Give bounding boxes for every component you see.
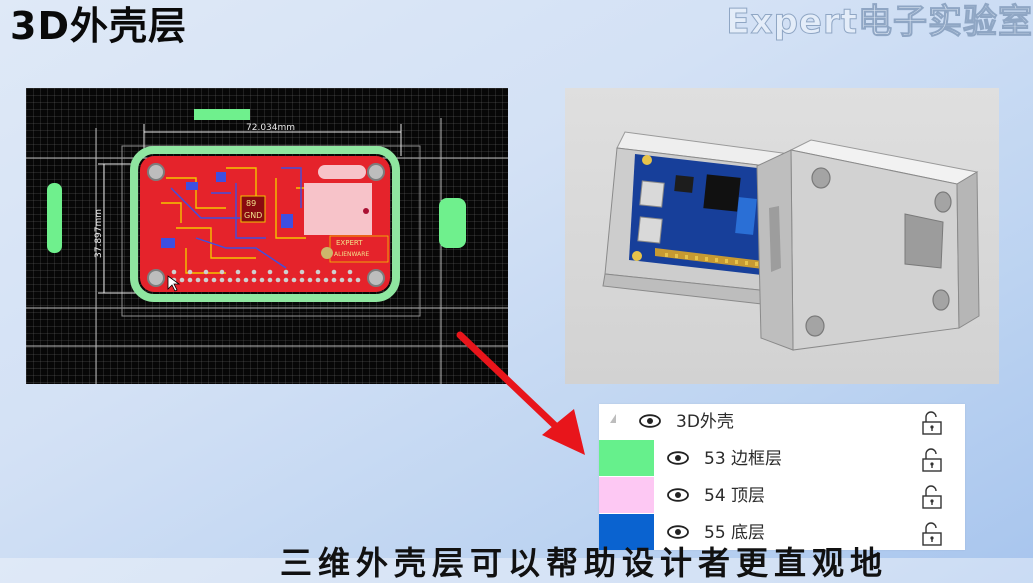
enclosure-render — [602, 131, 980, 351]
layer-color-swatch[interactable] — [599, 440, 654, 476]
layer-row-55[interactable]: 55 底层 — [599, 514, 965, 550]
chip-label-top: 89 — [246, 199, 256, 208]
shell-top-part — [756, 139, 980, 351]
collapse-triangle-icon[interactable] — [610, 414, 616, 423]
unlock-icon[interactable] — [921, 485, 943, 509]
pcb-traces-bottom — [170, 167, 302, 269]
layer-label: 53 边框层 — [704, 449, 783, 469]
red-arrow-icon — [456, 331, 585, 455]
layer-panel: 3D外壳 53 边框层 54 顶层 — [599, 404, 965, 550]
unlock-icon[interactable] — [921, 411, 943, 435]
pcb-2d-view[interactable]: 72.034mm 37.897mm — [26, 88, 508, 384]
cutout-top — [194, 109, 250, 120]
pcb-3d-view[interactable] — [565, 88, 999, 384]
layer-row-54[interactable]: 54 顶层 — [599, 477, 965, 513]
eye-icon[interactable] — [667, 525, 689, 539]
dimension-height-label: 37.897mm — [94, 209, 104, 258]
slide-title: 3D外壳层 — [10, 4, 187, 48]
bottom-caption: 三维外壳层可以帮助设计者更直观地 — [280, 544, 889, 582]
layer-color-swatch[interactable] — [599, 477, 654, 513]
pcb-components: 89 GND EXPERT ALIENWARE — [161, 165, 389, 263]
unlock-icon[interactable] — [921, 448, 943, 472]
chip-label-bottom: GND — [244, 211, 262, 220]
mouse-cursor-icon — [167, 275, 181, 292]
logo-sublabel: ALIENWARE — [334, 251, 369, 258]
layer-row-53[interactable]: 53 边框层 — [599, 440, 965, 476]
layer-group-name: 3D外壳 — [676, 412, 734, 432]
dimension-height — [98, 163, 136, 294]
layer-color-swatch[interactable] — [599, 514, 654, 550]
layer-label: 54 顶层 — [704, 486, 766, 506]
logo-label: EXPERT — [336, 239, 363, 247]
eye-icon[interactable] — [667, 451, 689, 465]
construction-lines — [26, 118, 508, 384]
dimension-width-label: 72.034mm — [246, 123, 295, 133]
layer-group-row[interactable]: 3D外壳 — [599, 404, 965, 440]
pcb-drawing: 72.034mm 37.897mm — [26, 109, 508, 384]
eye-icon[interactable] — [667, 488, 689, 502]
brand-watermark: Expert电子实验室 — [726, 2, 1033, 43]
layer-label: 55 底层 — [704, 523, 766, 543]
board-outline — [130, 146, 400, 302]
cutout-left — [47, 183, 62, 253]
cutout-right — [439, 198, 466, 248]
eye-icon[interactable] — [639, 414, 661, 428]
unlock-icon[interactable] — [921, 522, 943, 546]
mounting-holes — [147, 163, 385, 287]
